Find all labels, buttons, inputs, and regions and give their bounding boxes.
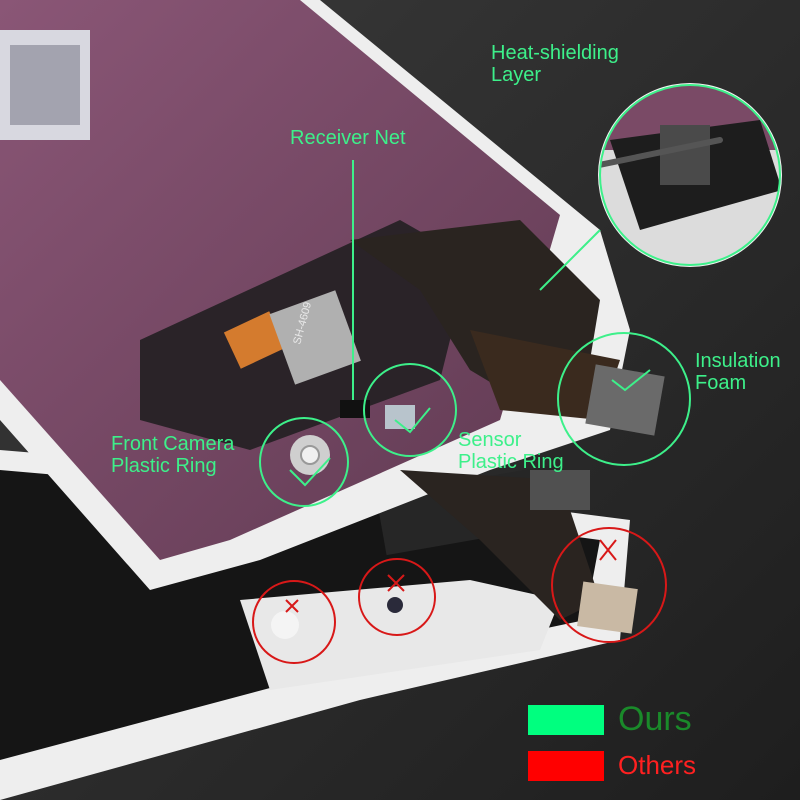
good-marker-front-camera	[259, 417, 349, 507]
legend-others: Others	[528, 750, 696, 781]
bad-marker-camera	[252, 580, 336, 664]
label-heat-shielding: Heat-shielding Layer	[491, 42, 619, 86]
bad-marker-sensor	[358, 558, 436, 636]
bad-markers	[252, 527, 667, 664]
bad-marker-foam	[551, 527, 667, 643]
heat-shield-zoom-inset	[598, 83, 782, 267]
label-insulation-foam: Insulation Foam	[695, 350, 781, 394]
label-receiver-net: Receiver Net	[290, 127, 406, 149]
legend-ours-label: Ours	[618, 700, 692, 738]
label-front-camera-ring: Front Camera Plastic Ring	[111, 433, 234, 477]
legend-ours-swatch	[528, 704, 604, 735]
good-marker-insulation-foam	[557, 332, 691, 466]
label-front-camera-line2: Plastic Ring	[111, 455, 217, 477]
good-marker-sensor	[363, 363, 457, 457]
label-heat-shielding-line1: Heat-shielding	[491, 42, 619, 64]
label-insulation-line1: Insulation	[695, 350, 781, 372]
flex-cables	[350, 220, 665, 634]
good-marker-heat-shield	[599, 84, 781, 266]
label-sensor-line2: Plastic Ring	[458, 451, 564, 473]
label-insulation-line2: Foam	[695, 372, 747, 394]
legend-others-swatch	[528, 750, 604, 781]
legend-ours: Ours	[528, 700, 692, 739]
good-markers	[259, 84, 781, 507]
label-front-camera-line1: Front Camera	[111, 433, 235, 455]
legend-others-label: Others	[618, 750, 697, 780]
label-sensor-ring: Sensor Plastic Ring	[458, 429, 564, 473]
label-heat-shielding-line2: Layer	[491, 64, 542, 86]
label-sensor-line1: Sensor	[458, 429, 522, 451]
